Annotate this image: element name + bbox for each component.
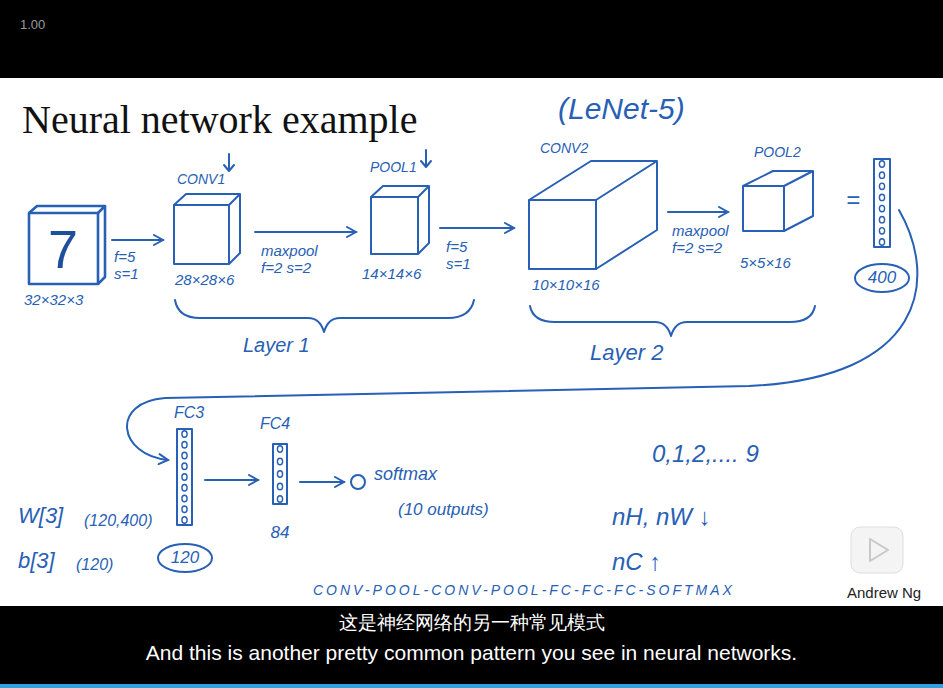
tick-arrow xyxy=(421,150,431,167)
layer-brace xyxy=(530,306,815,336)
subtitle-en: And this is another pretty common patter… xyxy=(142,641,801,665)
output-note: (10 outputs) xyxy=(398,500,489,520)
unit-vector: FC3120 xyxy=(176,428,193,526)
edge-label: f=5 s=1 xyxy=(446,238,471,273)
bias-symbol: b[3] xyxy=(18,548,55,574)
layer-name: CONV2 xyxy=(540,140,588,156)
shape-outline xyxy=(370,185,430,255)
layer-name: CONV1 xyxy=(177,171,225,187)
flow-arrow xyxy=(300,481,344,483)
slide-title: Neural network example xyxy=(22,96,417,143)
dimension-label: 32×32×3 xyxy=(24,291,83,308)
flow-arrow xyxy=(112,239,163,241)
trend-note: nC ↑ xyxy=(612,548,661,576)
output-name: softmax xyxy=(374,464,437,485)
feature-volume: POOL114×14×6 xyxy=(370,185,430,255)
unit-vector: FC484 xyxy=(272,443,288,505)
feature-volume: 732×32×3 xyxy=(28,205,106,285)
edge-label: maxpool f=2 s=2 xyxy=(672,222,729,257)
watermark: Andrew Ng xyxy=(847,584,921,601)
feature-volume: CONV128×28×6 xyxy=(173,193,241,265)
feature-volume: CONV210×10×16 xyxy=(528,160,658,270)
flow-arrow xyxy=(668,211,728,213)
unit-count: 84 xyxy=(262,523,298,543)
bias-shape: (120) xyxy=(76,556,113,574)
shape-outline xyxy=(742,170,814,232)
shape-outline xyxy=(350,474,366,490)
network-name: (LeNet-5) xyxy=(558,92,685,126)
flow-arrow xyxy=(205,479,258,481)
flow-arrow xyxy=(127,210,917,460)
unit-count: 120 xyxy=(160,548,210,568)
subtitle-bar xyxy=(0,606,943,688)
layer-brace xyxy=(175,300,474,332)
playback-speed: 1.00 xyxy=(20,17,45,32)
circle-mark xyxy=(855,264,909,292)
flow-arrow xyxy=(440,227,514,229)
dimension-label: 10×10×16 xyxy=(532,276,600,293)
feature-volume: POOL25×5×16 xyxy=(742,170,814,232)
weight-shape: (120,400) xyxy=(84,512,153,530)
layer-caption: Layer 1 xyxy=(243,334,310,357)
digit-image: 7 xyxy=(28,213,98,285)
edge-label: f=5 s=1 xyxy=(114,248,139,283)
dimension-label: 28×28×6 xyxy=(175,271,234,288)
unit-count: 400 xyxy=(857,268,907,288)
dimension-label: 5×5×16 xyxy=(740,254,791,271)
trend-note: nH, nW ↓ xyxy=(612,503,711,531)
shape-outline xyxy=(173,193,241,265)
layer-name: FC4 xyxy=(260,415,290,433)
layer-name: POOL1 xyxy=(370,159,417,175)
weight-symbol: W[3] xyxy=(18,503,63,529)
shape-outline xyxy=(272,443,288,505)
subtitle-zh: 这是神经网络的另一种常见模式 xyxy=(335,610,609,636)
shape-outline xyxy=(176,428,193,526)
equals-sign: = xyxy=(846,186,860,214)
edge-label: maxpool f=2 s=2 xyxy=(261,242,318,277)
circle-mark xyxy=(158,544,212,572)
progress-bar xyxy=(0,684,943,688)
flow-arrow xyxy=(255,231,356,233)
shape-outline xyxy=(873,158,891,248)
top-bar xyxy=(0,0,943,78)
class-list: 0,1,2,.... 9 xyxy=(652,440,759,468)
shape-outline xyxy=(528,160,658,270)
output-node: softmax(10 outputs) xyxy=(350,474,366,490)
layer-caption: Layer 2 xyxy=(590,340,663,366)
layer-name: FC3 xyxy=(174,404,204,422)
pattern-note: CONV-POOL-CONV-POOL-FC-FC-FC-SOFTMAX xyxy=(313,582,735,598)
play-icon xyxy=(851,527,903,573)
tick-arrow xyxy=(224,154,234,171)
dimension-label: 14×14×6 xyxy=(362,265,421,282)
unit-vector: 400 xyxy=(873,158,891,248)
layer-name: POOL2 xyxy=(754,144,801,160)
